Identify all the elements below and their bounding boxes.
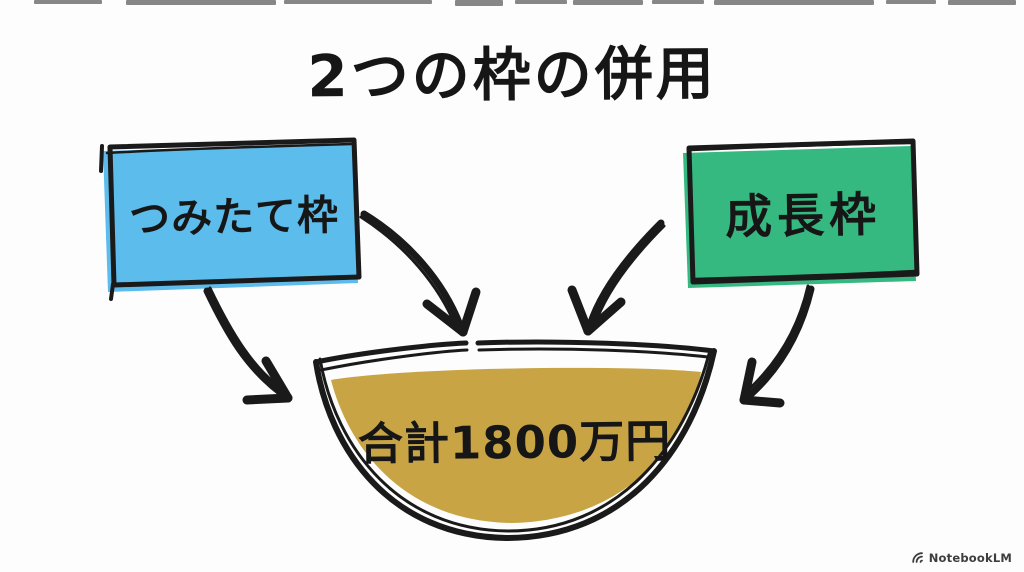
watermark: NotebookLM: [910, 550, 1012, 565]
bowl-rim-left: [313, 340, 469, 365]
notebooklm-logo-icon: [912, 552, 923, 563]
tsumitate-box: [99, 137, 362, 301]
bowl-rim-right-sketch: [477, 347, 710, 359]
growth-box-fill: [683, 146, 916, 288]
top-edge-marks: [34, 0, 1016, 6]
growth-box: [683, 138, 920, 288]
right-inner-arrow: [567, 219, 666, 336]
tsumitate-box-sketch-top: [105, 142, 354, 155]
page-title: 2つの枠の併用: [307, 39, 717, 111]
tsumitate-box-fill: [103, 143, 358, 292]
bowl-total-label: 合計1800万円: [357, 413, 672, 471]
tsumitate-box-border: [107, 137, 362, 288]
bowl-outline-sketch: [318, 352, 711, 533]
tsumitate-box-sketch-left: [99, 144, 104, 173]
bowl-outline: [313, 348, 717, 541]
total-bowl: [313, 339, 717, 541]
bowl-fill: [331, 367, 701, 523]
bowl-rim-right: [475, 339, 717, 354]
growth-box-sketch-bottom: [692, 269, 917, 281]
bowl-rim-left-sketch: [319, 348, 469, 372]
growth-box-label: 成長枠: [724, 187, 882, 245]
tsumitate-box-label: つみたて枠: [128, 191, 340, 243]
left-outer-arrow: [203, 286, 293, 405]
right-outer-arrow: [739, 284, 815, 408]
tsumitate-box-sketch-corner: [109, 282, 115, 301]
watermark-label: NotebookLM: [928, 550, 1012, 565]
growth-box-border: [686, 138, 920, 285]
growth-box-sketch-top: [689, 141, 913, 152]
left-inner-arrow: [359, 210, 481, 337]
